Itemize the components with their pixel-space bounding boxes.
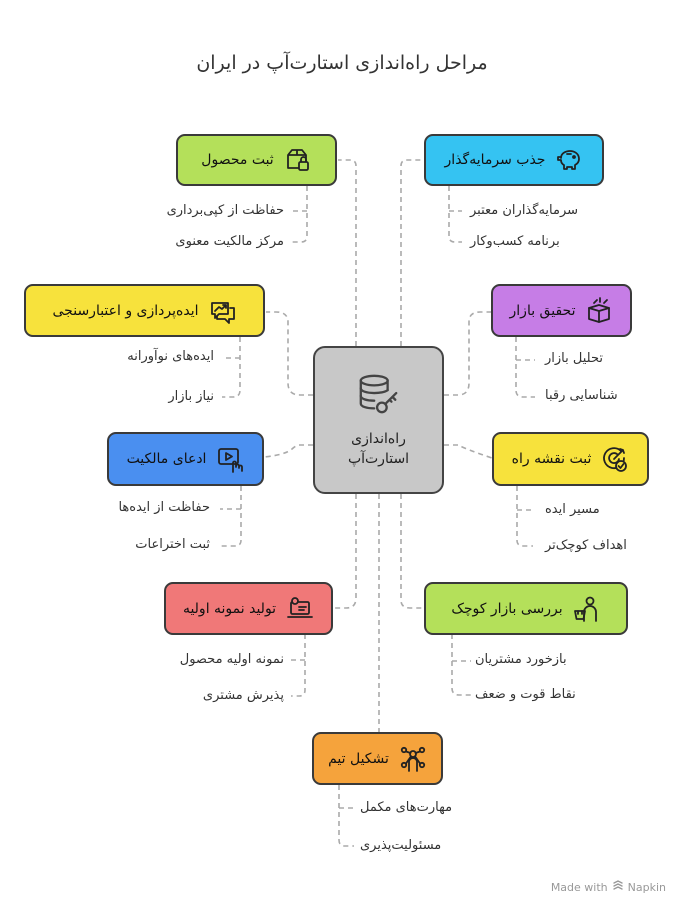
node-attract-investor[interactable]: جذب سرمایه‌گذار xyxy=(424,134,604,186)
node-label: جذب سرمایه‌گذار xyxy=(444,152,546,168)
node-ideation[interactable]: ایده‌پردازی و اعتبارسنجی xyxy=(24,284,265,337)
database-key-icon xyxy=(356,371,402,421)
subtopic: مهارت‌های مکمل xyxy=(360,800,453,815)
node-label: ایده‌پردازی و اعتبارسنجی xyxy=(52,302,199,319)
subtopic: مرکز مالکیت معنوی xyxy=(175,234,284,249)
chat-trend-icon xyxy=(209,297,237,325)
piggy-bank-icon xyxy=(555,146,583,174)
node-label: تحقیق بازار xyxy=(509,302,576,319)
napkin-footer[interactable]: Made with Napkin xyxy=(551,880,666,895)
node-label: تشکیل تیم xyxy=(328,750,389,767)
node-label: ثبت محصول xyxy=(201,152,274,168)
team-network-icon xyxy=(399,745,427,773)
subtopic: اهداف کوچک‌تر xyxy=(545,538,627,553)
node-label: تولید نمونه اولیه xyxy=(182,600,277,617)
subtopic: نمونه اولیه محصول xyxy=(179,652,284,667)
center-label-line2: استارت‌آپ xyxy=(347,451,410,467)
subtopic: ایده‌های نوآورانه xyxy=(127,349,214,364)
subtopic: مسئولیت‌پذیری xyxy=(360,838,442,853)
video-hand-icon xyxy=(216,445,244,473)
made-with-label: Made with xyxy=(550,881,608,894)
subtopic: نیاز بازار xyxy=(168,389,214,404)
napkin-brand: Napkin xyxy=(627,881,666,894)
center-node: راه‌اندازی استارت‌آپ xyxy=(313,346,444,494)
subtopic: ثبت اختراعات xyxy=(135,537,210,552)
target-check-icon xyxy=(601,445,629,473)
node-prototype[interactable]: تولید نمونه اولیه xyxy=(164,582,333,635)
napkin-logo-icon xyxy=(612,880,624,895)
node-label: بررسی بازار کوچک xyxy=(451,600,563,617)
subtopic: سرمایه‌گذاران معتبر xyxy=(470,203,579,218)
node-roadmap[interactable]: ثبت نقشه راه xyxy=(492,432,649,486)
subtopic: برنامه کسب‌وکار xyxy=(470,234,560,249)
subtopic: حفاظت از ایده‌ها xyxy=(118,500,210,515)
node-label: ثبت نقشه راه xyxy=(511,451,592,467)
node-team[interactable]: تشکیل تیم xyxy=(312,732,443,785)
subtopic: حفاظت از کپی‌برداری xyxy=(166,203,284,218)
node-market-research[interactable]: تحقیق بازار xyxy=(491,284,632,337)
box-magic-icon xyxy=(585,296,613,325)
subtopic: بازخورد مشتریان xyxy=(475,652,567,667)
subtopic: پذیرش مشتری xyxy=(202,688,284,703)
node-patent-product[interactable]: ثبت محصول xyxy=(176,134,337,186)
page-title: مراحل راه‌اندازی استارت‌آپ در ایران xyxy=(196,52,488,74)
box-lock-icon xyxy=(284,146,312,174)
node-small-market[interactable]: بررسی بازار کوچک xyxy=(424,582,628,635)
subtopic: تحلیل بازار xyxy=(545,351,603,366)
subtopic: مسیر ایده xyxy=(545,502,600,517)
laptop-gear-icon xyxy=(286,595,314,623)
subtopic: نقاط قوت و ضعف xyxy=(475,687,576,702)
subtopic: شناسایی رقبا xyxy=(545,388,618,403)
center-label-line1: راه‌اندازی xyxy=(351,431,406,447)
node-claim-ownership[interactable]: ادعای مالکیت xyxy=(107,432,264,486)
node-label: ادعای مالکیت xyxy=(126,451,207,467)
shopper-basket-icon xyxy=(573,595,601,623)
